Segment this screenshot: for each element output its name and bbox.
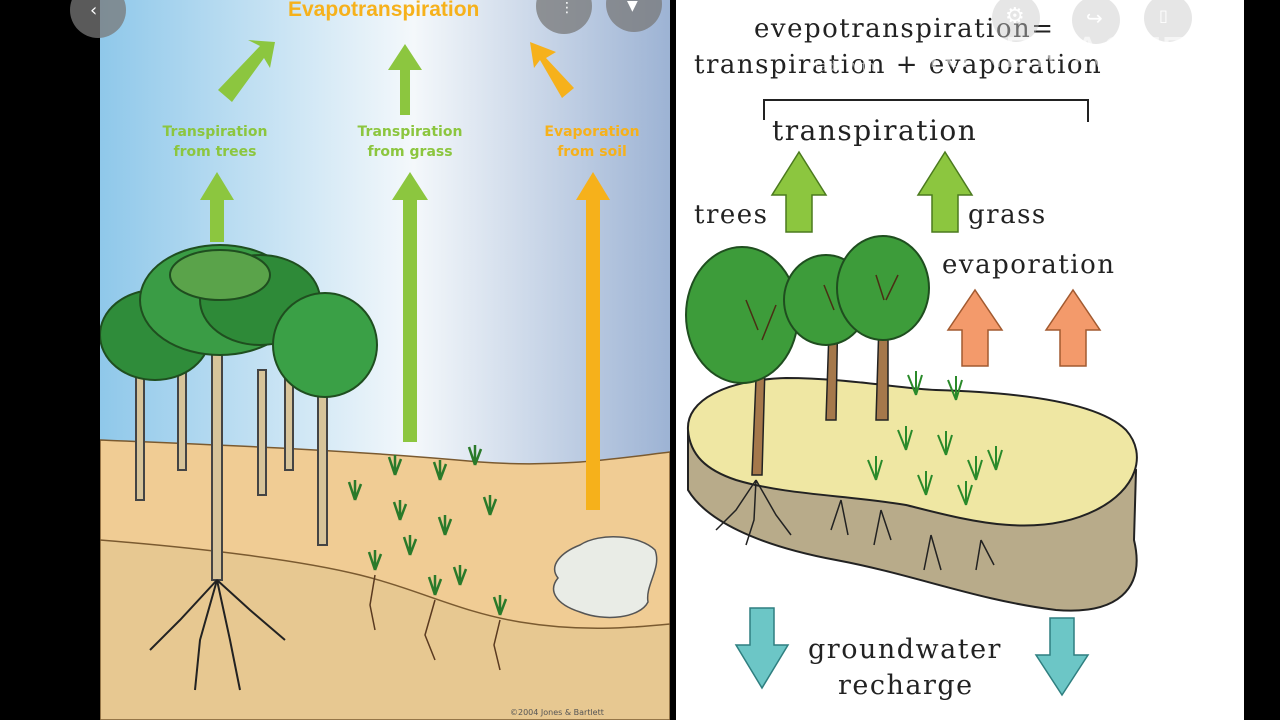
label-soil-line2: from soil xyxy=(557,144,627,160)
label-soil-line1: Evaporation xyxy=(544,124,640,140)
right-diagram-illustration xyxy=(685,99,1138,697)
transpiration-arrows xyxy=(200,40,428,442)
gear-icon: ⚙ xyxy=(1005,4,1025,29)
grass-plants xyxy=(347,445,508,616)
groundwater-arrows xyxy=(734,607,1090,697)
left-title: Evapotranspiration xyxy=(288,0,479,22)
grass-upper-arrow xyxy=(388,44,422,115)
label-trees-line2: from trees xyxy=(173,144,257,160)
left-diagram-panel: Evapotranspiration Transpiration from tr… xyxy=(100,0,670,720)
soil-upper-arrow xyxy=(530,42,574,98)
settings-button[interactable]: ⚙ xyxy=(992,0,1040,42)
left-credit: ©2004 Jones & Bartlett xyxy=(510,708,604,717)
label-recharge: recharge xyxy=(838,670,974,701)
soil-lower-layer xyxy=(100,539,670,720)
right-grass xyxy=(867,371,1003,506)
label-transpiration-trees: Transpiration from trees xyxy=(155,122,275,162)
share-icon: ↪ xyxy=(1086,6,1103,30)
label-grass-line1: Transpiration xyxy=(357,124,463,140)
equation-line1: evepotranspiration= xyxy=(754,14,1055,44)
ground-surface xyxy=(686,376,1138,527)
right-black-border xyxy=(1244,0,1280,720)
label-trees-line1: Transpiration xyxy=(162,124,268,140)
equation-line2: transpiration + evaporation xyxy=(694,50,1103,80)
soil-lower-arrow xyxy=(576,172,610,510)
label-grass-line2: from grass xyxy=(367,144,453,160)
share-button[interactable]: ↪ xyxy=(1072,0,1120,44)
label-grass: grass xyxy=(968,200,1047,230)
right-trees xyxy=(685,235,930,476)
trees-lower-arrow xyxy=(200,172,234,242)
transpiration-arrows-right xyxy=(770,150,974,233)
back-arrow-icon: ‹ xyxy=(90,0,98,21)
left-title-transpiration: transpiration xyxy=(351,0,480,21)
tree-canopy xyxy=(100,244,378,398)
left-black-border xyxy=(0,0,38,720)
bookmark-right-icon: ▯ xyxy=(1159,6,1168,25)
bracket xyxy=(763,99,1089,122)
label-transpiration-grass: Transpiration from grass xyxy=(350,122,470,162)
grass-lower-arrow xyxy=(392,172,428,442)
left-diagram-illustration xyxy=(100,0,670,720)
bookmark-right-button[interactable]: ▯ xyxy=(1144,0,1192,42)
menu-dots-icon: ⋮ xyxy=(560,0,574,16)
label-groundwater: groundwater xyxy=(808,634,1002,665)
soil-moisture-patch xyxy=(552,536,658,619)
trees-upper-arrow xyxy=(218,40,275,102)
label-evaporation: evaporation xyxy=(942,250,1116,280)
right-roots xyxy=(715,479,995,571)
right-diagram-panel: evepotranspiration= transpiration + evap… xyxy=(676,0,1244,720)
label-evaporation-soil: Evaporation from soil xyxy=(532,122,652,162)
label-trees: trees xyxy=(694,200,769,230)
bracket-label-transpiration: transpiration xyxy=(772,114,978,147)
left-title-evapo: Evapo xyxy=(288,0,352,21)
grass-roots xyxy=(369,574,501,671)
watermark-kinemaster: KINEMASTER xyxy=(928,28,1225,77)
watermark-made-with: Made with xyxy=(806,58,875,75)
evaporation-arrows xyxy=(530,42,610,510)
tree-roots xyxy=(149,579,286,691)
evaporation-arrows-right xyxy=(946,288,1102,367)
bookmark-icon: ▼ xyxy=(627,0,638,14)
